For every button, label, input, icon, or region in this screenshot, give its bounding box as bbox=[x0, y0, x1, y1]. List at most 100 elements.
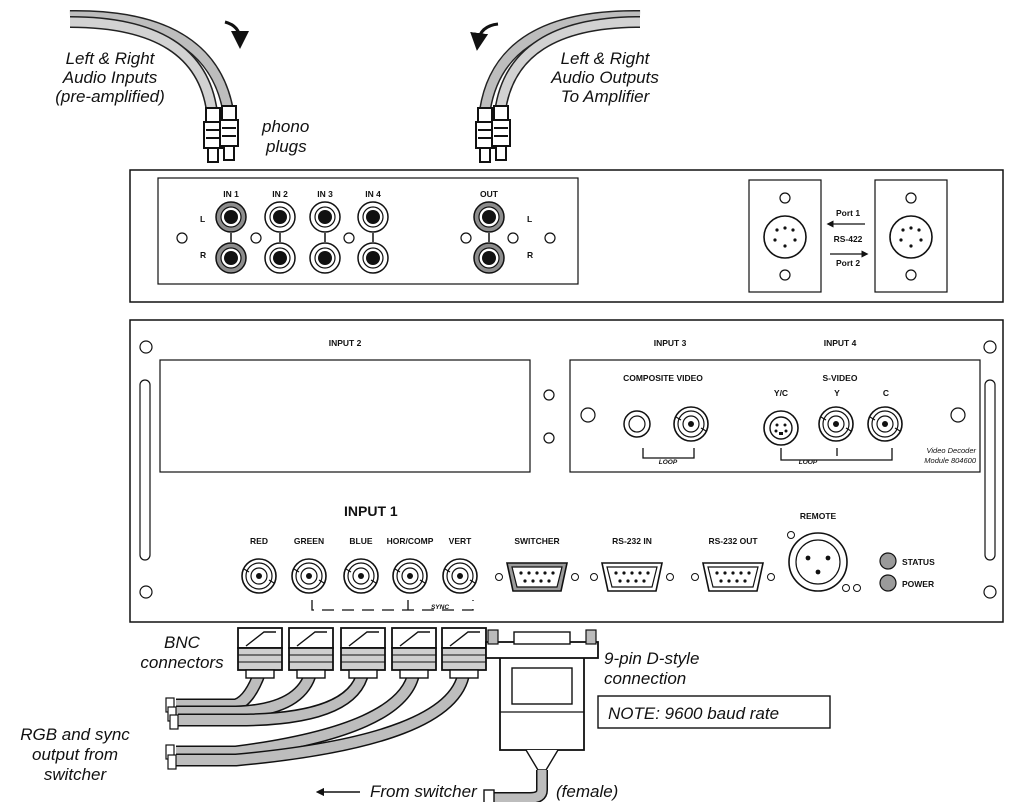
input1-bnc-blue[interactable] bbox=[343, 558, 379, 594]
label-in3: IN 3 bbox=[317, 189, 333, 199]
svg-text:BNC: BNC bbox=[164, 633, 201, 652]
label-module-line1: Video Decoder bbox=[927, 446, 977, 455]
label-rs232out: RS-232 OUT bbox=[708, 536, 758, 546]
rs422-port-2[interactable] bbox=[874, 179, 948, 293]
svg-text:connection: connection bbox=[604, 669, 686, 688]
rca-jack-out-right[interactable] bbox=[473, 242, 505, 274]
dstyle-annotation: 9-pin D-style connection bbox=[604, 649, 699, 688]
rca-jack-in2-left[interactable] bbox=[264, 201, 296, 233]
remote-connector[interactable] bbox=[787, 531, 861, 592]
rca-jack-in2-right[interactable] bbox=[264, 242, 296, 274]
svideo-y-bnc-connector[interactable] bbox=[818, 406, 854, 442]
baud-rate-note: NOTE: 9600 baud rate bbox=[597, 695, 831, 729]
bnc-plug-1 bbox=[288, 627, 334, 679]
bnc-plug-2 bbox=[340, 627, 386, 679]
bnc-plug-3 bbox=[391, 627, 437, 679]
bnc-annotation: BNC connectors bbox=[140, 633, 224, 672]
svg-text:Audio Inputs: Audio Inputs bbox=[62, 68, 158, 87]
label-bnc-0: RED bbox=[250, 536, 268, 546]
label-input4: INPUT 4 bbox=[824, 338, 857, 348]
label-switcher: SWITCHER bbox=[514, 536, 559, 546]
audio-panel: IN 1 IN 2 IN 3 IN 4 OUT L R L R bbox=[129, 169, 1004, 303]
rs232-in-port[interactable] bbox=[590, 562, 674, 592]
bnc-plug-0 bbox=[237, 627, 283, 679]
from-switcher-annotation: From switcher bbox=[315, 782, 478, 801]
rca-jack-in1-right[interactable] bbox=[215, 242, 247, 274]
label-y: Y bbox=[834, 388, 840, 398]
label-bnc-3: HOR/COMP bbox=[387, 536, 434, 546]
label-right: R bbox=[200, 250, 206, 260]
switcher-dsub-port[interactable] bbox=[495, 562, 579, 592]
label-out-left: L bbox=[527, 214, 532, 224]
label-status: STATUS bbox=[902, 557, 935, 567]
input1-bnc-vert[interactable] bbox=[442, 558, 478, 594]
svg-text:Audio Outputs: Audio Outputs bbox=[550, 68, 659, 87]
label-out: OUT bbox=[480, 189, 499, 199]
rs422-port-1[interactable] bbox=[748, 179, 822, 293]
label-in1: IN 1 bbox=[223, 189, 239, 199]
label-loop-composite: LOOP bbox=[659, 459, 678, 466]
svg-text:RGB and sync: RGB and sync bbox=[20, 725, 130, 744]
label-input1: INPUT 1 bbox=[344, 503, 398, 519]
label-c: C bbox=[883, 388, 889, 398]
svideo-c-bnc-connector[interactable] bbox=[867, 406, 903, 442]
svg-text:To Amplifier: To Amplifier bbox=[561, 87, 651, 106]
label-rs232in: RS-232 IN bbox=[612, 536, 652, 546]
main-panel: INPUT 2 INPUT 3 INPUT 4 COMPOSITE VIDEO … bbox=[129, 319, 1004, 623]
rca-jack-in3-right[interactable] bbox=[309, 242, 341, 274]
svg-text:phono: phono bbox=[261, 117, 309, 136]
svg-text:NOTE: 9600 baud rate: NOTE: 9600 baud rate bbox=[608, 704, 779, 723]
svg-text:9-pin D-style: 9-pin D-style bbox=[604, 649, 699, 668]
rgb-sync-cables bbox=[165, 627, 487, 770]
label-bnc-4: VERT bbox=[449, 536, 472, 546]
audio-input-cables bbox=[69, 9, 249, 113]
label-left: L bbox=[200, 214, 205, 224]
label-sync: SYNC bbox=[431, 604, 449, 611]
composite-bnc-connector[interactable] bbox=[673, 406, 709, 442]
phono-plug-left bbox=[203, 105, 239, 163]
rca-jack-in3-left[interactable] bbox=[309, 201, 341, 233]
label-in2: IN 2 bbox=[272, 189, 288, 199]
label-bnc-2: BLUE bbox=[349, 536, 372, 546]
label-input2: INPUT 2 bbox=[329, 338, 362, 348]
rca-jack-in1-left[interactable] bbox=[215, 201, 247, 233]
female-annotation: (female) bbox=[556, 782, 618, 801]
svg-text:Left & Right: Left & Right bbox=[561, 49, 651, 68]
audio-output-cables bbox=[470, 9, 641, 113]
audio-outputs-annotation: Left & Right Audio Outputs To Amplifier bbox=[550, 49, 659, 106]
input1-bnc-green[interactable] bbox=[291, 558, 327, 594]
label-remote: REMOTE bbox=[800, 511, 837, 521]
rs232-out-port[interactable] bbox=[691, 562, 775, 592]
svg-text:(pre-amplified): (pre-amplified) bbox=[55, 87, 165, 106]
label-loop-svideo: LOOP bbox=[799, 459, 818, 466]
label-rs422: RS-422 bbox=[834, 234, 863, 244]
input1-bnc-horcomp[interactable] bbox=[392, 558, 428, 594]
power-led bbox=[879, 574, 897, 592]
bnc-plug-4 bbox=[441, 627, 487, 679]
label-svideo: S-VIDEO bbox=[823, 373, 858, 383]
svg-text:(female): (female) bbox=[556, 782, 618, 801]
label-port1: Port 1 bbox=[836, 208, 860, 218]
svg-text:From switcher: From switcher bbox=[370, 782, 478, 801]
svg-text:Left & Right: Left & Right bbox=[66, 49, 156, 68]
input1-bnc-red[interactable] bbox=[241, 558, 277, 594]
label-input3: INPUT 3 bbox=[654, 338, 687, 348]
rca-jack-out-left[interactable] bbox=[473, 201, 505, 233]
svg-text:plugs: plugs bbox=[265, 137, 307, 156]
label-module-line2: Module 804600 bbox=[924, 456, 977, 465]
label-bnc-1: GREEN bbox=[294, 536, 324, 546]
label-composite: COMPOSITE VIDEO bbox=[623, 373, 703, 383]
svideo-yc-connector[interactable] bbox=[763, 410, 799, 446]
svg-text:connectors: connectors bbox=[140, 653, 224, 672]
label-yc: Y/C bbox=[774, 388, 788, 398]
phono-plugs-annotation: phono plugs bbox=[261, 117, 309, 156]
composite-rca-jack[interactable] bbox=[623, 410, 651, 438]
status-led bbox=[879, 552, 897, 570]
label-in4: IN 4 bbox=[365, 189, 381, 199]
phono-plug-right bbox=[475, 105, 511, 163]
rca-jack-in4-right[interactable] bbox=[357, 242, 389, 274]
svg-text:output from: output from bbox=[32, 745, 118, 764]
dsub-cable bbox=[483, 629, 599, 802]
rca-jack-in4-left[interactable] bbox=[357, 201, 389, 233]
